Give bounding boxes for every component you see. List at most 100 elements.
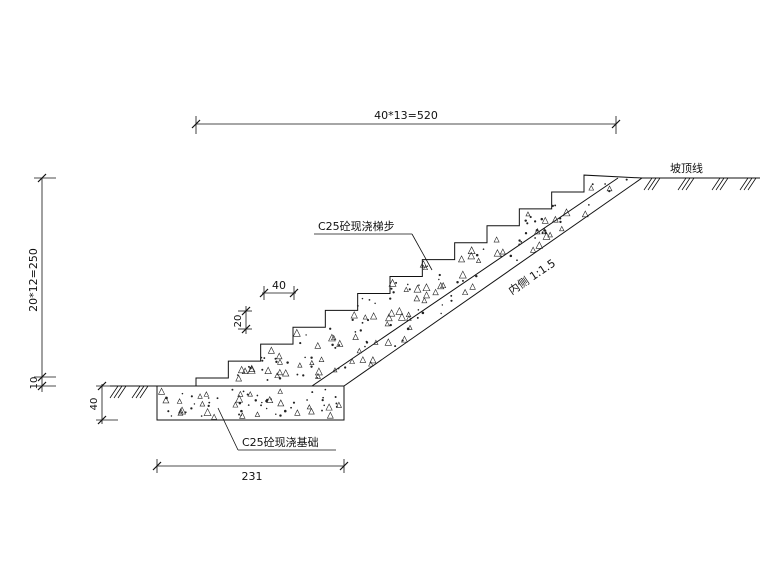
stair-aggregate <box>387 309 396 317</box>
foundation-aggregate <box>184 411 187 414</box>
stair-aggregate <box>551 204 554 208</box>
stair-aggregate <box>475 253 479 257</box>
ground-right-hatch-stroke <box>747 177 757 191</box>
stair-aggregate <box>534 237 536 239</box>
foundation-aggregate <box>334 396 337 399</box>
stair-aggregate <box>541 216 549 224</box>
stair-aggregate <box>604 183 606 185</box>
stair-aggregate <box>297 362 303 368</box>
stair-aggregate <box>389 297 392 300</box>
foundation-aggregate <box>325 403 333 411</box>
stair-aggregate <box>352 333 359 340</box>
stair-aggregate <box>625 178 628 181</box>
stair-aggregate <box>533 220 537 223</box>
stair-aggregate <box>407 324 413 330</box>
foundation-aggregate <box>165 396 168 400</box>
stair-aggregate <box>267 346 275 354</box>
foundation-aggregate <box>265 399 268 403</box>
stair-aggregate <box>349 358 355 364</box>
steps-material-callout: C25砼现浇梯步 <box>314 220 433 271</box>
ground-right-hatch-stroke <box>651 177 661 191</box>
ground-hatch-right <box>643 177 757 191</box>
stair-aggregate <box>407 283 409 286</box>
stair-aggregate <box>422 264 429 270</box>
stair-aggregate <box>337 367 340 370</box>
foundation-aggregate <box>238 413 241 416</box>
stair-aggregate <box>467 251 476 260</box>
foundation-width-tick-left <box>152 461 162 471</box>
ground-right <box>640 177 760 191</box>
foundation-aggregate <box>178 406 186 415</box>
ground-right-hatch-stroke <box>715 177 725 191</box>
ground-right-hatch-stroke <box>677 177 687 191</box>
stair-aggregate <box>419 260 428 268</box>
top-dim-tick-right <box>611 119 621 129</box>
stair-aggregate <box>388 278 397 287</box>
foundation-aggregate <box>254 411 261 417</box>
stair-aggregate <box>525 211 531 217</box>
stair-aggregate <box>559 225 565 232</box>
stair-aggregate <box>606 185 613 192</box>
ground-right-hatch-stroke <box>719 177 729 191</box>
foundation-height-tick-top <box>97 381 107 391</box>
foundation-aggregate <box>323 404 326 407</box>
stair-aggregate <box>277 358 283 365</box>
stair-aggregate <box>384 320 390 327</box>
stair-aggregate <box>413 294 421 302</box>
stair-aggregate <box>395 281 398 284</box>
stair-aggregate <box>299 342 302 345</box>
ground-right-hatch-stroke <box>685 177 695 191</box>
base-thickness-text: 10 <box>29 377 40 390</box>
stair-aggregate <box>520 240 523 243</box>
stair-aggregate <box>247 365 256 374</box>
foundation-aggregate <box>326 411 334 419</box>
stair-aggregate <box>235 374 243 382</box>
stair-aggregate <box>551 215 559 223</box>
stair-aggregate <box>359 329 362 332</box>
foundation-aggregate <box>246 393 249 396</box>
stair-aggregate <box>315 372 321 379</box>
foundation-aggregate <box>242 390 245 393</box>
stair-aggregate <box>314 367 323 376</box>
ground-left-hatch-stroke <box>117 385 127 399</box>
foundation-aggregate <box>231 388 234 391</box>
left-dim-text: 20*12=250 <box>27 248 40 312</box>
foundation-aggregate <box>200 415 203 417</box>
stair-aggregate <box>368 298 371 301</box>
top-dimension: 40*13=520 <box>191 109 621 134</box>
foundation-aggregate <box>176 398 183 404</box>
ground-hatch-left <box>109 385 149 399</box>
stair-aggregate <box>581 210 589 218</box>
foundation-aggregate <box>203 407 212 416</box>
foundation-aggregate <box>283 409 287 413</box>
ground-right-hatch-stroke <box>643 177 653 191</box>
stair-aggregate <box>369 356 377 364</box>
stair-aggregate <box>304 356 306 359</box>
step-width-text: 40 <box>272 279 286 292</box>
foundation-aggregate <box>275 413 277 415</box>
foundation-aggregate <box>239 412 246 419</box>
stair-aggregate <box>462 288 469 295</box>
stair-aggregate <box>302 374 305 377</box>
stair-aggregate <box>310 356 313 359</box>
stair-aggregate <box>450 299 453 302</box>
foundation-aggregate <box>207 397 210 399</box>
stair-aggregate <box>394 345 397 348</box>
stair-aggregate <box>426 265 429 267</box>
stair-aggregate <box>266 379 269 381</box>
stair-aggregate <box>328 333 336 342</box>
stair-aggregate <box>543 229 547 232</box>
foundation-aggregate <box>279 414 282 417</box>
stair-underside-line <box>343 177 643 387</box>
foundation-width-text: 231 <box>242 470 263 483</box>
steps-leader-diagonal <box>411 233 433 271</box>
stair-aggregate <box>458 255 466 263</box>
stair-aggregate <box>241 367 249 375</box>
foundation-aggregate <box>240 414 242 417</box>
ground-right-hatch-stroke <box>647 177 657 191</box>
left-dim-tick-mid <box>37 372 47 382</box>
stair-aggregate <box>350 311 358 319</box>
stair-aggregate <box>416 316 419 319</box>
foundation-aggregate <box>324 388 327 391</box>
stair-aggregate <box>493 236 500 243</box>
